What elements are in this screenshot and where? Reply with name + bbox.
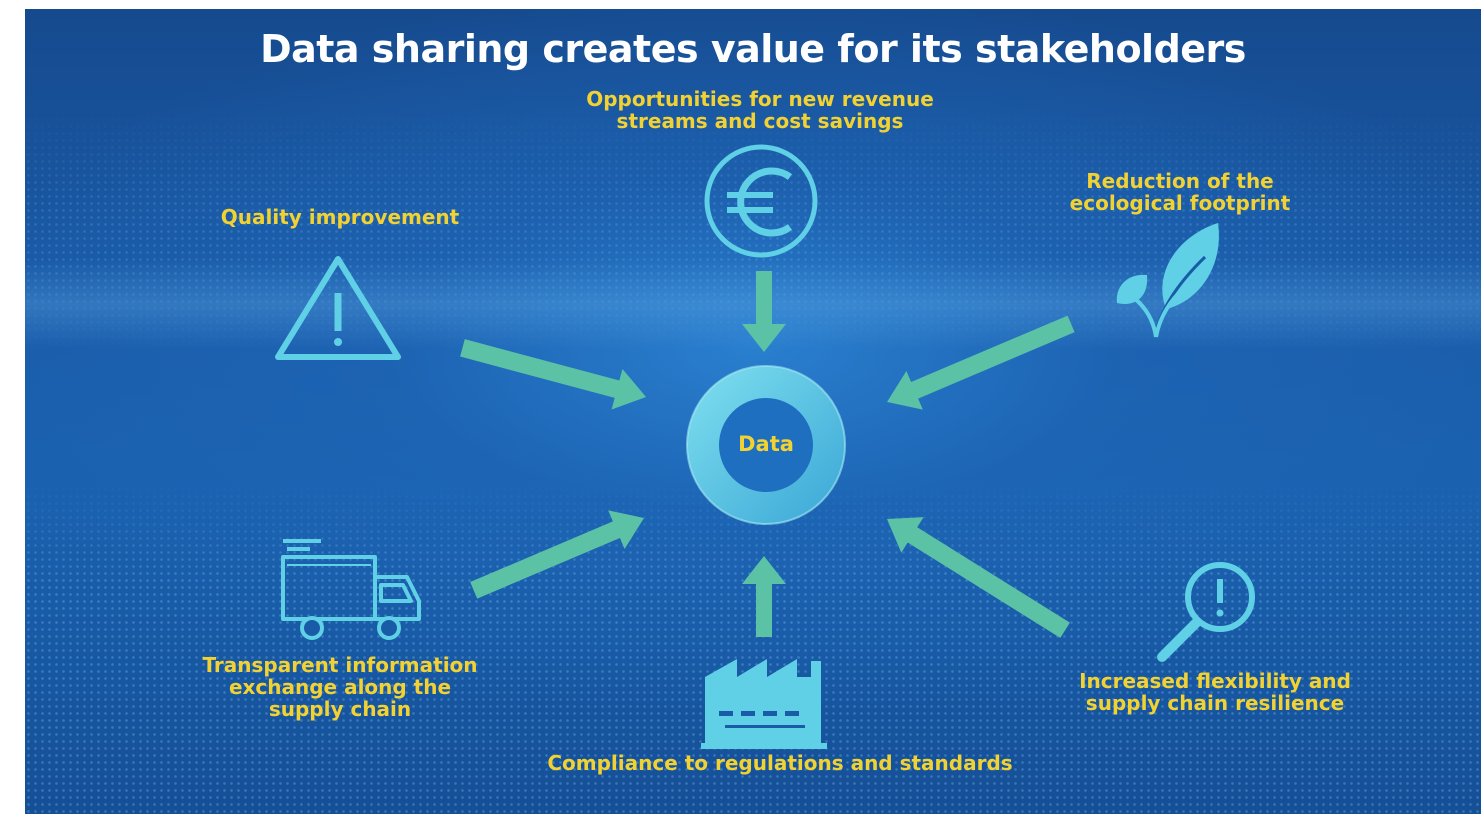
- label-line: supply chain resilience: [1085, 691, 1345, 715]
- arrow-from-quality: [460, 339, 646, 410]
- warning-icon: [275, 256, 401, 360]
- infographic-canvas: Data sharing creates value for its stake…: [25, 9, 1481, 814]
- page-title: Data sharing creates value for its stake…: [260, 27, 1246, 71]
- label-line: Increased flexibility and: [1079, 669, 1351, 693]
- truck-icon: [281, 539, 421, 640]
- label-transparency: Transparent information exchange along t…: [180, 654, 500, 720]
- arrow-from-compliance: [742, 556, 786, 637]
- label-line: streams and cost savings: [616, 109, 904, 133]
- label-revenue: Opportunities for new revenue streams an…: [535, 88, 985, 132]
- label-line: exchange along the: [228, 675, 452, 699]
- leaf-icon: [1116, 223, 1219, 338]
- arrow-from-resilience: [887, 517, 1070, 638]
- label-resilience: Increased flexibility and supply chain r…: [1055, 670, 1375, 714]
- label-line: Reduction of the: [1086, 169, 1274, 193]
- arrow-from-transparency: [470, 510, 644, 599]
- label-line: Transparent information: [202, 653, 478, 677]
- diagram-graphics: [275, 144, 1255, 749]
- label-quality: Quality improvement: [195, 206, 485, 228]
- label-compliance: Compliance to regulations and standards: [515, 752, 1045, 774]
- label-line: Compliance to regulations and standards: [547, 751, 1013, 775]
- label-line: Opportunities for new revenue: [586, 87, 934, 111]
- magnifier-alert-icon: [1157, 562, 1255, 662]
- label-line: Quality improvement: [220, 205, 460, 229]
- center-data-label: Data: [738, 432, 794, 456]
- data-ring: [686, 365, 846, 525]
- label-line: ecological footprint: [1069, 191, 1291, 215]
- label-ecology: Reduction of the ecological footprint: [1035, 170, 1325, 214]
- arrow-from-revenue: [742, 271, 786, 352]
- dot-matrix-background-bottom: [25, 479, 1481, 814]
- euro-icon: [704, 144, 818, 258]
- factory-icon: [701, 659, 827, 749]
- label-line: supply chain: [268, 697, 412, 721]
- arrow-from-ecology: [887, 315, 1075, 410]
